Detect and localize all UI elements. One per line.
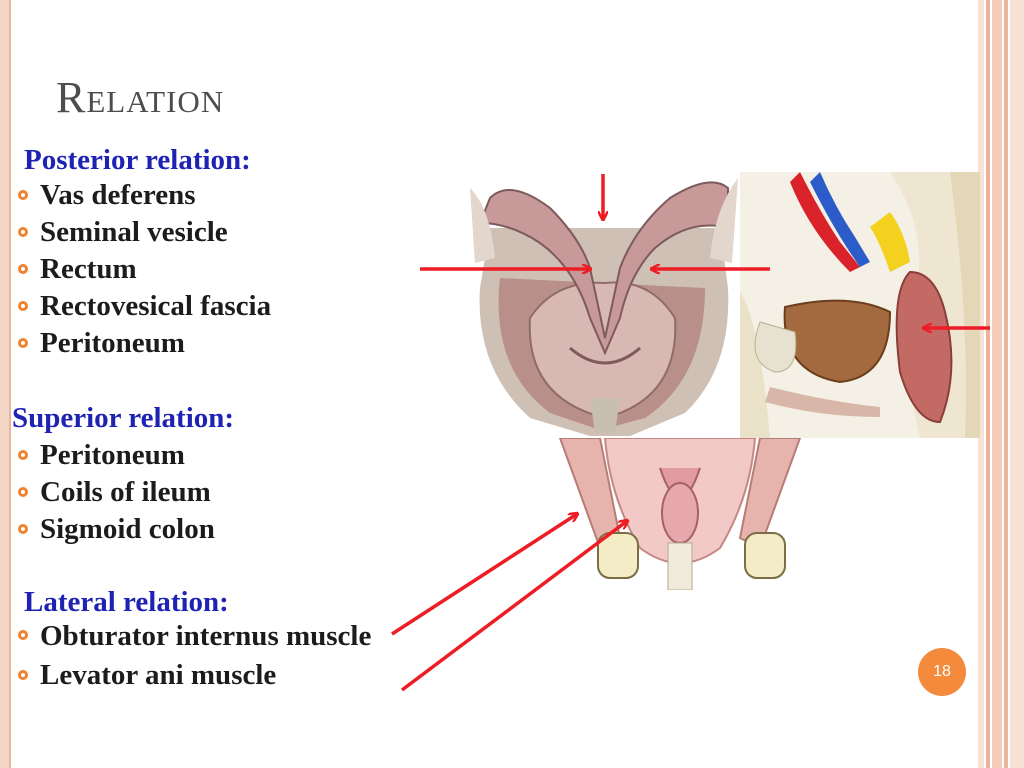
list-item: Seminal vesicle: [12, 214, 271, 251]
list-item: Levator ani muscle: [12, 657, 400, 694]
list-item: Obturator internus muscle: [12, 621, 400, 651]
list-item: Peritoneum: [12, 325, 271, 362]
bullet-icon: [18, 450, 28, 460]
obturator-arrow-icon: [391, 514, 577, 636]
bullet-icon: [18, 630, 28, 640]
levator-arrow-icon: [400, 521, 627, 692]
page-number-badge: 18: [918, 648, 966, 696]
list-item: Peritoneum: [12, 437, 215, 474]
list-item: Coils of ileum: [12, 474, 215, 511]
lateral-heading: Lateral relation:: [24, 586, 229, 618]
right-frame-border: [978, 0, 1024, 768]
bullet-icon: [18, 338, 28, 348]
slide-title: Relation: [56, 73, 225, 122]
bullet-icon: [18, 670, 28, 680]
bullet-icon: [18, 190, 28, 200]
superior-heading: Superior relation:: [12, 402, 235, 434]
posterior-list: Vas deferens Seminal vesicle Rectum Rect…: [12, 177, 271, 362]
list-item: Rectovesical fascia: [12, 288, 271, 325]
list-item: Vas deferens: [12, 177, 271, 214]
bullet-icon: [18, 301, 28, 311]
bullet-icon: [18, 264, 28, 274]
posterior-heading: Posterior relation:: [24, 144, 251, 176]
lateral-list: Obturator internus muscle Levator ani mu…: [12, 621, 400, 694]
list-item: Sigmoid colon: [12, 511, 215, 548]
posterior-bladder-illustration: [470, 168, 738, 438]
bullet-icon: [18, 487, 28, 497]
left-frame-border: [0, 0, 11, 768]
sagittal-section-illustration: [740, 172, 980, 438]
bullet-icon: [18, 524, 28, 534]
superior-list: Peritoneum Coils of ileum Sigmoid colon: [12, 437, 215, 548]
list-item: Rectum: [12, 251, 271, 288]
bullet-icon: [18, 227, 28, 237]
